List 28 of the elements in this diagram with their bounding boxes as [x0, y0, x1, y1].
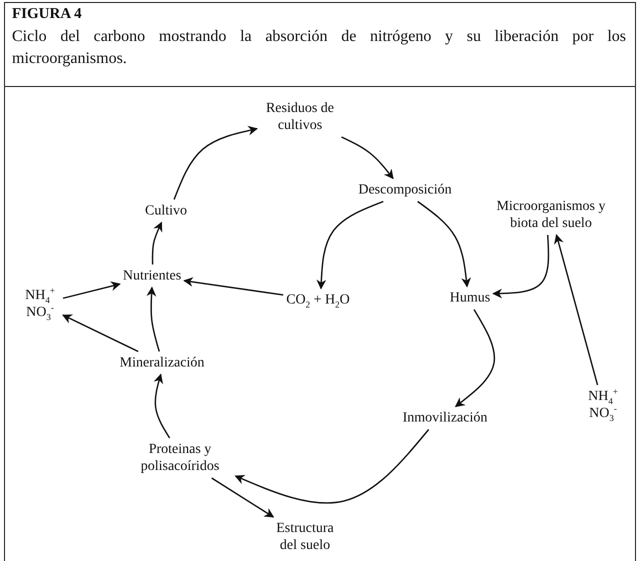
node-label: Inmovilización — [402, 410, 488, 426]
node-label: Humus — [450, 290, 490, 306]
arrow — [341, 136, 394, 180]
figure-title: FIGURA 4 — [12, 6, 82, 23]
arrow — [211, 477, 274, 518]
arrow — [316, 200, 384, 290]
arrow — [62, 281, 121, 299]
node-label: Estructura del suelo — [270, 520, 340, 554]
arrow — [62, 314, 139, 352]
node-label: Microorganismos y biota del suelo — [488, 198, 614, 232]
arrow — [154, 374, 170, 438]
node-label: Cultivo — [145, 202, 187, 220]
node-label: Residuos de cultivos — [260, 100, 340, 134]
arrow — [152, 222, 162, 265]
node-label: Nutrientes — [122, 268, 182, 284]
figure-caption: Ciclo del carbono mostrando la absorción de nitrógeno y su liberación por los microorganismos. — [12, 27, 626, 69]
node-label: Descomposición — [358, 182, 452, 198]
arrow — [146, 286, 160, 352]
arrow — [183, 277, 284, 296]
arrow — [173, 126, 258, 200]
arrow — [554, 234, 598, 386]
node-label: Mineralización — [120, 354, 204, 372]
arrow — [234, 429, 430, 504]
arrow — [417, 200, 472, 288]
arrow — [454, 309, 496, 408]
node-label: Proteinas y polisacoíridos — [128, 441, 232, 475]
node-label: CO$_{2}$ + H$_{2}$O — [286, 292, 350, 308]
arrow — [492, 234, 550, 298]
